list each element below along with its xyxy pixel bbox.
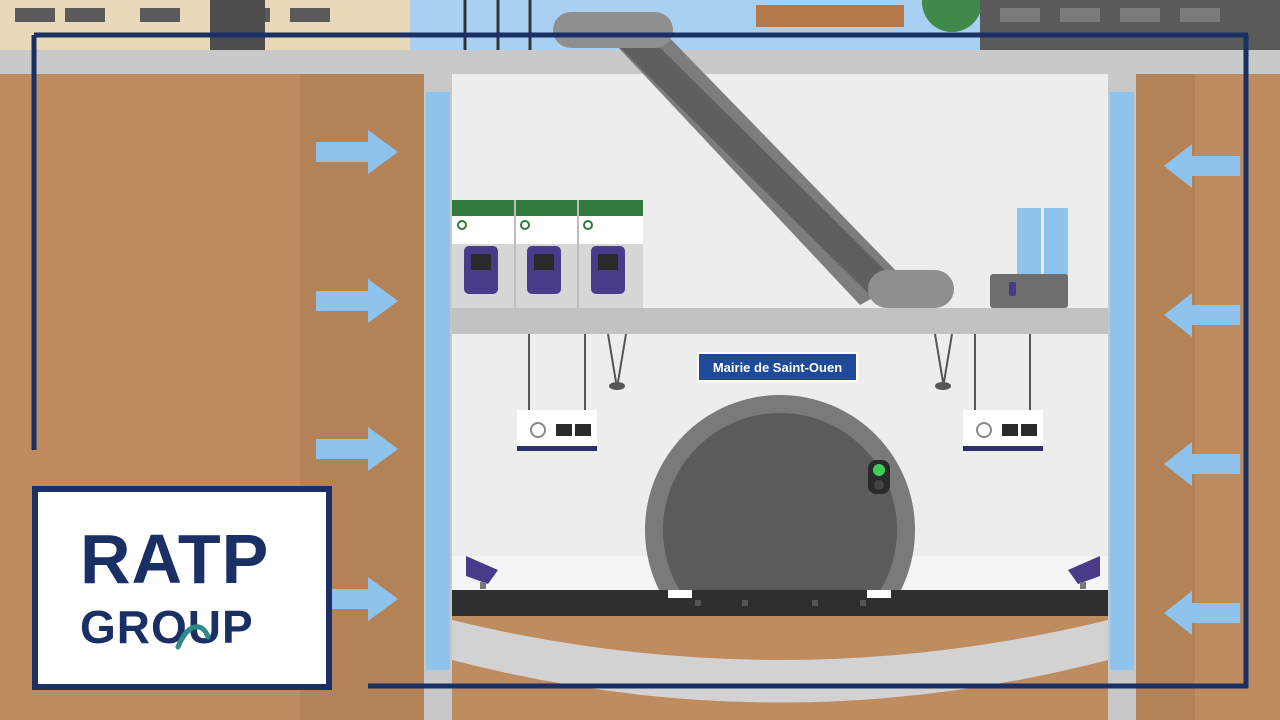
arrow-right-icon [316, 577, 398, 621]
ticket-gate [990, 208, 1068, 308]
pendant-light-right [934, 333, 953, 390]
waterproof-layer-right [1110, 92, 1134, 670]
mezzanine-slab [452, 308, 1108, 334]
arrow-right-icon [316, 279, 398, 323]
escalator-icon [553, 12, 954, 308]
arrow-right-icon [316, 427, 398, 471]
rail-fasteners [695, 600, 866, 606]
building-dark-left [210, 0, 265, 50]
display-panel-icon [963, 334, 1043, 451]
pendant-light-left [607, 333, 627, 390]
ticket-machine-icon [583, 220, 625, 294]
logo-text-ratp: RATP [80, 520, 270, 598]
building-right [980, 0, 1280, 50]
tree [922, 0, 982, 32]
floodlight-icon [466, 556, 498, 589]
track-bed [452, 590, 1108, 616]
platform-edge-left [668, 590, 692, 598]
frame-border [31, 32, 1249, 689]
signal-light-icon [868, 460, 890, 494]
ratp-group-logo: RATP GROUP [32, 486, 332, 690]
platform-edge-right [867, 590, 891, 598]
arrow-right-icon [316, 130, 398, 174]
ticket-machine-icon [520, 220, 561, 294]
floodlight-icon [1068, 556, 1100, 589]
display-panel-icon [517, 334, 597, 451]
station-name-sign: Mairie de Saint-Ouen [697, 352, 858, 382]
logo-text-group: GROUP [80, 601, 254, 653]
foundation-slab [452, 620, 1108, 703]
building-left [0, 0, 410, 50]
waterproof-layer-left [426, 92, 450, 670]
arrow-left-icon [1164, 591, 1240, 635]
arrow-left-icon [1164, 144, 1240, 188]
building-right-windows [1000, 8, 1220, 22]
railing [463, 0, 532, 50]
ticket-machine-icon [457, 220, 498, 294]
logo-swoosh-icon [175, 624, 211, 650]
bench [756, 5, 904, 27]
ticket-machines [452, 200, 643, 308]
arrow-left-icon [1164, 442, 1240, 486]
arrow-left-icon [1164, 293, 1240, 337]
